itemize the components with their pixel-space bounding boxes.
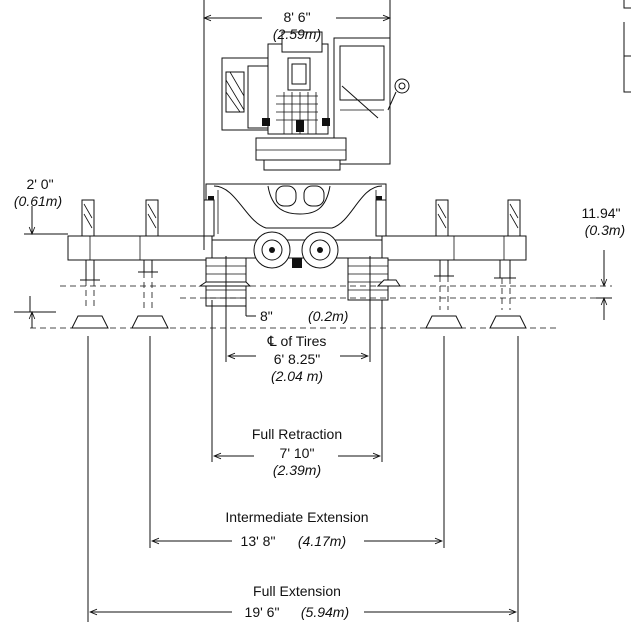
outrigger-warning-posts [81, 199, 521, 237]
intermediate-extension-imperial: 13' 8" [241, 533, 276, 549]
outrigger-pads [71, 279, 527, 329]
post-6 [375, 199, 387, 237]
tire-hubs [253, 231, 339, 269]
tires-centerline-label: ℄ of Tires [267, 333, 327, 349]
small-offset-imperial: 8" [260, 308, 273, 324]
overall-width-imperial: 8' 6" [283, 9, 310, 25]
corner-table-fragment [623, 0, 631, 93]
outrigger-jacks-retracted [80, 260, 516, 281]
outrigger-beam [67, 235, 527, 261]
crane-carrier [205, 183, 387, 241]
post-2 [145, 199, 159, 237]
full-retraction-label: Full Retraction [252, 426, 342, 442]
overall-width-metric: (2.59m) [273, 26, 321, 42]
intermediate-extension-label: Intermediate Extension [225, 509, 368, 525]
full-retraction-imperial: 7' 10" [280, 445, 315, 461]
intermediate-extension-metric: (4.17m) [298, 533, 346, 549]
full-extension-label: Full Extension [253, 583, 341, 599]
dim-top-height: 2' 0" (0.61m) [14, 176, 68, 328]
dim-full-extension: Full Extension 19' 6" (5.94m) [87, 336, 519, 622]
full-extension-imperial: 19' 6" [245, 604, 280, 620]
top-height-imperial: 2' 0" [26, 176, 53, 192]
full-extension-metric: (5.94m) [301, 604, 349, 620]
post-1 [81, 199, 95, 237]
dim-full-retraction: Full Retraction 7' 10" (2.39m) [211, 300, 383, 478]
dim-tires-centerline: ℄ of Tires 6' 8.25" (2.04 m) [225, 256, 371, 384]
dim-right-height: 11.94" (0.3m) [582, 205, 625, 320]
post-4 [507, 199, 521, 237]
tires-centerline-imperial: 6' 8.25" [274, 351, 321, 367]
right-height-metric: (0.3m) [585, 222, 625, 238]
crane-upperworks [221, 31, 410, 171]
right-height-imperial: 11.94" [582, 205, 621, 221]
dim-intermediate-extension: Intermediate Extension 13' 8" (4.17m) [149, 336, 445, 549]
ground-reference-lines [30, 285, 612, 329]
post-3 [435, 199, 449, 237]
full-retraction-metric: (2.39m) [273, 462, 321, 478]
post-5 [203, 199, 215, 237]
dim-overall-width: 8' 6" (2.59m) [204, 0, 390, 250]
tires-centerline-metric: (2.04 m) [271, 368, 323, 384]
small-offset-metric: (0.2m) [308, 308, 348, 324]
top-height-metric: (0.61m) [14, 193, 62, 209]
dim-small-offset: 8" (0.2m) [245, 306, 348, 324]
jack-extension-dashed [85, 272, 511, 310]
